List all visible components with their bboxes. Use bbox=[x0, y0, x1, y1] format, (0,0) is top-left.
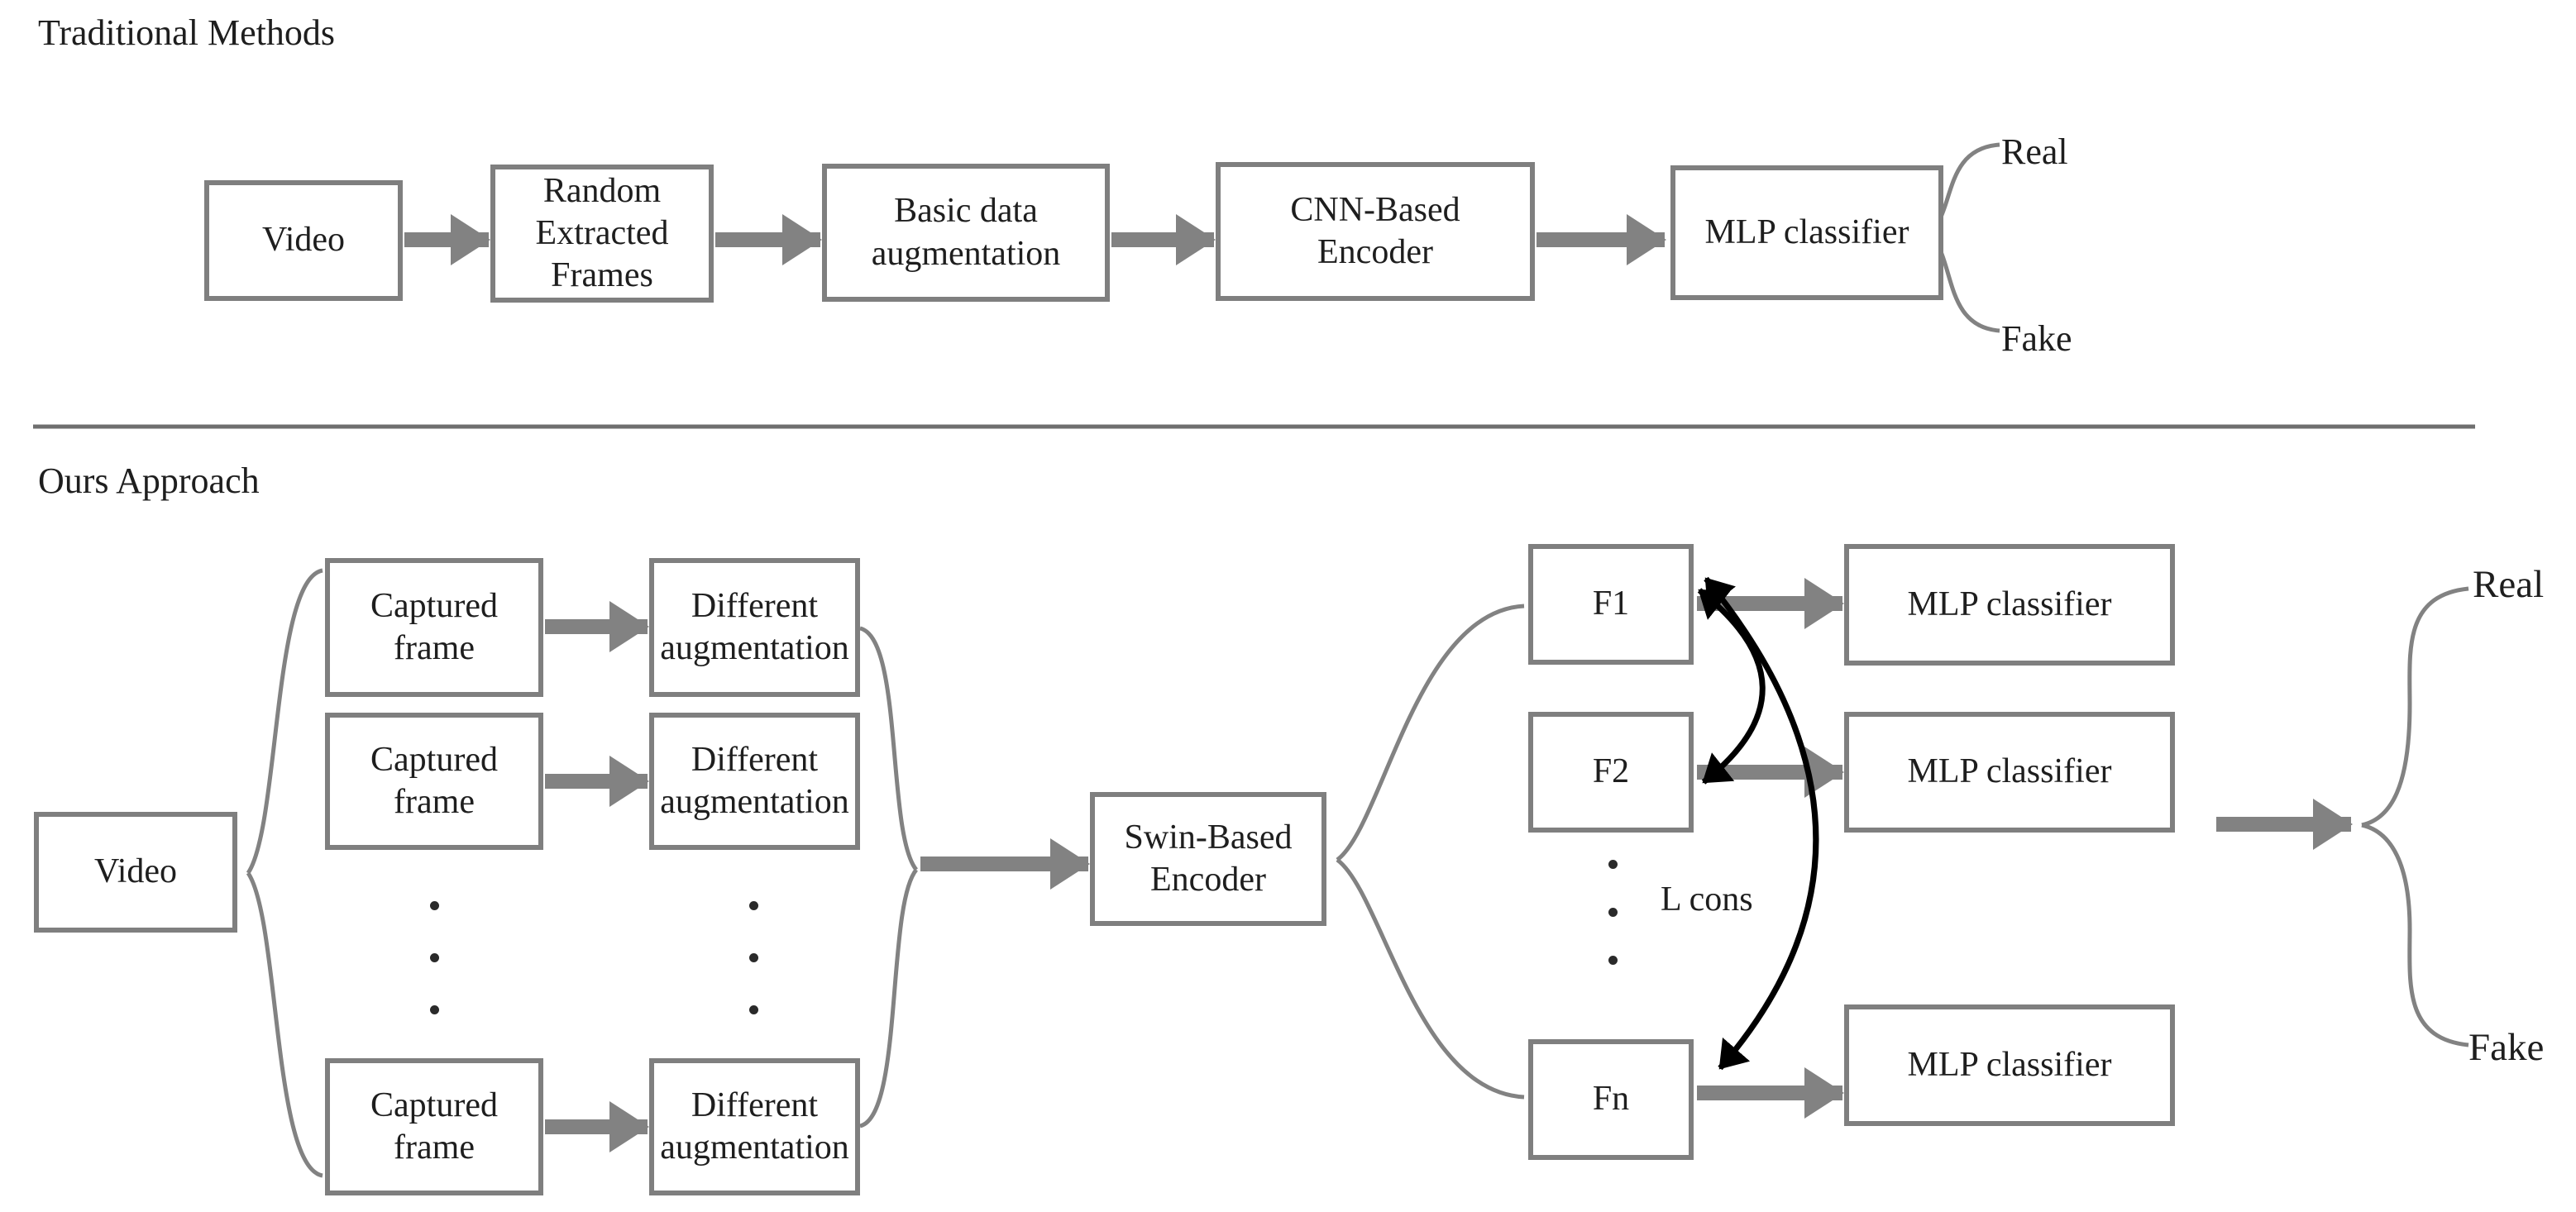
box-label-line: Random bbox=[542, 171, 662, 210]
cons-arrow-f1-f2 bbox=[1697, 588, 1766, 785]
box-label-line: Frames bbox=[551, 256, 653, 295]
box-label: F1 bbox=[1592, 585, 1630, 623]
box-label-line: Extracted bbox=[535, 213, 669, 252]
consistency-loss-arrows bbox=[1697, 576, 1819, 1071]
swin-fanout-brace bbox=[1336, 604, 1525, 1100]
traditional-real-label: Real bbox=[2001, 131, 2068, 172]
augmentation-collect-brace bbox=[859, 626, 919, 1128]
feature-fn-box: Fn bbox=[1528, 1039, 1694, 1160]
ours-mlp-classifier-box-2: MLP classifier bbox=[1844, 712, 2175, 833]
feature-f1-box: F1 bbox=[1528, 544, 1694, 665]
basic-data-augmentation-box: Basic data augmentation bbox=[822, 164, 1110, 302]
traditional-section-title: Traditional Methods bbox=[38, 12, 335, 53]
box-label-line: frame bbox=[394, 783, 475, 821]
ours-fake-label: Fake bbox=[2468, 1026, 2545, 1069]
ellipsis-dots-features bbox=[1608, 860, 1618, 965]
ours-output-brace bbox=[2361, 586, 2469, 1047]
box-label-line: augmentation bbox=[871, 234, 1061, 273]
random-extracted-frames-box: Random Extracted Frames bbox=[490, 165, 714, 303]
box-label: MLP classifier bbox=[1907, 585, 2112, 623]
box-label: MLP classifier bbox=[1704, 212, 1909, 251]
cnn-based-encoder-box: CNN-Based Encoder bbox=[1216, 162, 1535, 301]
box-label: MLP classifier bbox=[1907, 1045, 2112, 1084]
consistency-loss-label: L cons bbox=[1661, 880, 1753, 919]
box-label-line: augmentation bbox=[660, 783, 849, 821]
traditional-mlp-classifier-box: MLP classifier bbox=[1670, 165, 1943, 300]
box-label: Video bbox=[261, 221, 346, 260]
box-label-line: augmentation bbox=[660, 1128, 849, 1167]
ours-section-title: Ours Approach bbox=[38, 460, 260, 501]
traditional-video-box: Video bbox=[204, 180, 403, 301]
box-label-line: Different bbox=[691, 1086, 819, 1124]
traditional-fake-label: Fake bbox=[2001, 318, 2072, 359]
ours-feature-arrows bbox=[1697, 578, 1844, 1119]
ellipsis-dots-captured bbox=[430, 901, 439, 1014]
different-augmentation-box-2: Different augmentation bbox=[649, 713, 860, 850]
different-augmentation-box-1: Different augmentation bbox=[649, 558, 860, 697]
box-label-line: Captured bbox=[370, 586, 498, 625]
different-augmentation-box-n: Different augmentation bbox=[649, 1058, 860, 1195]
box-label-line: Swin-Based bbox=[1124, 818, 1293, 857]
box-label: F2 bbox=[1592, 752, 1630, 791]
ours-video-box: Video bbox=[34, 812, 237, 933]
box-label-line: Captured bbox=[370, 740, 498, 779]
box-label-line: Encoder bbox=[1150, 861, 1266, 899]
feature-f2-box: F2 bbox=[1528, 712, 1694, 833]
ours-real-label: Real bbox=[2473, 563, 2545, 606]
box-label: Video bbox=[93, 852, 178, 891]
ours-mlp-classifier-box-1: MLP classifier bbox=[1844, 544, 2175, 666]
ellipsis-dots-augmentation bbox=[749, 901, 758, 1014]
box-label: MLP classifier bbox=[1907, 752, 2112, 791]
box-label-line: augmentation bbox=[660, 629, 849, 667]
captured-frame-box-2: Captured frame bbox=[325, 713, 543, 850]
box-label: Fn bbox=[1592, 1080, 1630, 1119]
box-label-line: frame bbox=[394, 1128, 475, 1167]
captured-frame-box-1: Captured frame bbox=[325, 558, 543, 697]
box-label-line: frame bbox=[394, 629, 475, 667]
box-label-line: CNN-Based bbox=[1290, 190, 1460, 229]
video-fanout-brace bbox=[246, 568, 323, 1178]
box-label-line: Different bbox=[691, 586, 819, 625]
captured-frame-box-n: Captured frame bbox=[325, 1058, 543, 1195]
box-label-line: Basic data bbox=[894, 192, 1038, 231]
ours-mlp-classifier-box-3: MLP classifier bbox=[1844, 1004, 2175, 1126]
ours-capture-arrows bbox=[545, 601, 649, 1152]
cons-arrow-f1-fn bbox=[1704, 576, 1819, 1071]
box-label-line: Captured bbox=[370, 1086, 498, 1124]
box-label-line: Encoder bbox=[1317, 233, 1433, 271]
box-label-line: Different bbox=[691, 740, 819, 779]
swin-based-encoder-box: Swin-Based Encoder bbox=[1090, 792, 1326, 926]
